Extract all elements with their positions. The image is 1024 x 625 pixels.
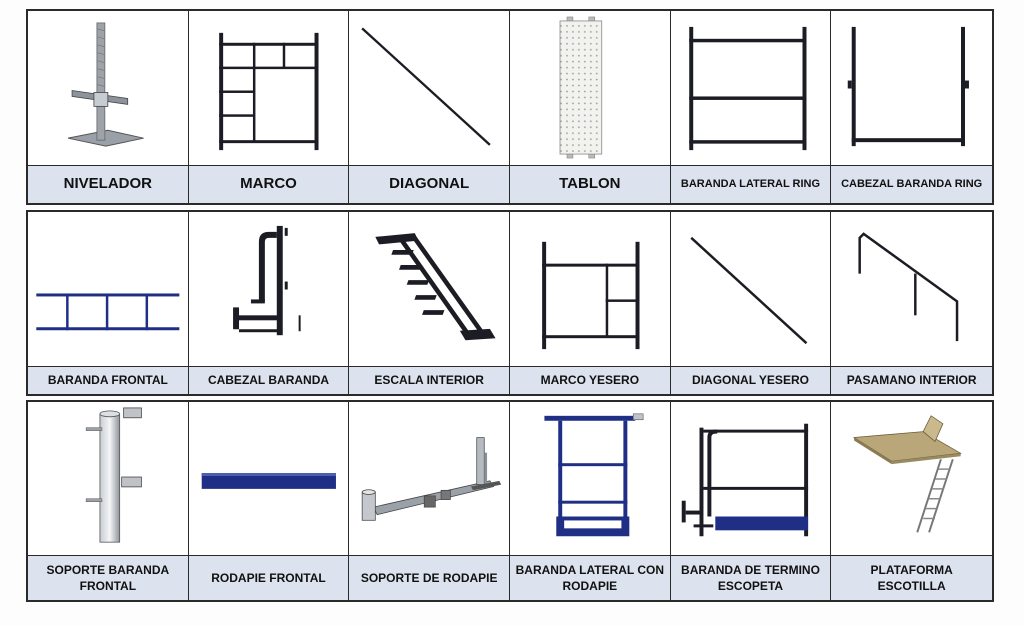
catalog-label: SOPORTE BARANDA FRONTAL xyxy=(28,556,188,600)
catalog-cell-pasamano-interior[interactable]: PASAMANO INTERIOR xyxy=(831,212,992,394)
head-guardrail-icon xyxy=(831,11,992,166)
catalog-label: BARANDA DE TERMINO ESCOPETA xyxy=(670,556,831,600)
catalog-label: SOPORTE DE RODAPIE xyxy=(349,556,509,600)
side-rail-toeboard-icon xyxy=(510,402,670,556)
catalog-label: MARCO xyxy=(188,166,349,203)
catalog-label: CABEZAL BARANDA xyxy=(188,367,349,394)
catalog-label: DIAGONAL YESERO xyxy=(670,367,831,394)
catalog-label: BARANDA FRONTAL xyxy=(28,367,188,394)
catalog-cell-tablon[interactable]: TABLON xyxy=(510,11,671,203)
guardrail-head-icon xyxy=(188,212,349,367)
diagonal-brace-icon xyxy=(349,11,509,166)
catalog-cell-plataforma-escotilla[interactable]: PLATAFORMA ESCOTILLA xyxy=(831,402,992,600)
catalog-label: MARCO YESERO xyxy=(510,367,670,394)
catalog-cell-baranda-de-termino-escopeta[interactable]: BARANDA DE TERMINO ESCOPETA xyxy=(670,402,832,600)
catalog-cell-baranda-lateral-con-rodapie[interactable]: BARANDA LATERAL CON RODAPIE xyxy=(510,402,671,600)
catalog-label: ESCALA INTERIOR xyxy=(349,367,509,394)
catalog-cell-diagonal[interactable]: DIAGONAL xyxy=(349,11,510,203)
front-rail-support-icon xyxy=(28,402,188,556)
scaffold-frame-icon xyxy=(188,11,349,166)
catalog-cell-cabezal-baranda-ring[interactable]: CABEZAL BARANDA RING xyxy=(831,11,992,203)
side-guardrail-icon xyxy=(670,11,831,166)
leveling-jack-icon xyxy=(28,11,188,166)
plank-icon xyxy=(510,11,670,166)
catalog-cell-baranda-frontal[interactable]: BARANDA FRONTAL xyxy=(28,212,189,394)
catalog-label: TABLON xyxy=(510,166,670,203)
catalog-label: PLATAFORMA ESCOTILLA xyxy=(831,556,992,600)
toeboard-support-icon xyxy=(349,402,509,556)
catalog-cell-marco[interactable]: MARCO xyxy=(188,11,350,203)
catalog-cell-cabezal-baranda[interactable]: CABEZAL BARANDA xyxy=(188,212,350,394)
catalog-cell-escala-interior[interactable]: ESCALA INTERIOR xyxy=(349,212,510,394)
end-rail-icon xyxy=(670,402,831,556)
catalog-label: NIVELADOR xyxy=(28,166,188,203)
catalog-label: CABEZAL BARANDA RING xyxy=(831,166,992,203)
catalog-cell-soporte-de-rodapie[interactable]: SOPORTE DE RODAPIE xyxy=(349,402,510,600)
catalog-label: RODAPIE FRONTAL xyxy=(188,556,349,600)
interior-handrail-icon xyxy=(831,212,992,367)
catalog-label: DIAGONAL xyxy=(349,166,509,203)
hatch-platform-icon xyxy=(831,402,992,556)
catalog-cell-baranda-lateral-ring[interactable]: BARANDA LATERAL RING xyxy=(670,11,832,203)
catalog-label: PASAMANO INTERIOR xyxy=(831,367,992,394)
interior-stair-icon xyxy=(349,212,509,367)
front-toeboard-icon xyxy=(188,402,349,556)
plasterer-diagonal-icon xyxy=(670,212,831,367)
catalog-cell-nivelador[interactable]: NIVELADOR xyxy=(28,11,189,203)
catalog-label: BARANDA LATERAL CON RODAPIE xyxy=(510,556,670,600)
catalog-label: BARANDA LATERAL RING xyxy=(670,166,831,203)
catalog-row-2: BARANDA FRONTAL xyxy=(26,210,994,396)
catalog-cell-diagonal-yesero[interactable]: DIAGONAL YESERO xyxy=(670,212,832,394)
catalog-cell-marco-yesero[interactable]: MARCO YESERO xyxy=(510,212,671,394)
catalog-row-3: SOPORTE BARANDA FRONTAL RODAPIE FRONTAL xyxy=(26,400,994,602)
catalog-cell-rodapie-frontal[interactable]: RODAPIE FRONTAL xyxy=(188,402,350,600)
plasterer-frame-icon xyxy=(510,212,670,367)
front-guardrail-icon xyxy=(28,212,188,367)
catalog-cell-soporte-baranda-frontal[interactable]: SOPORTE BARANDA FRONTAL xyxy=(28,402,189,600)
catalog-row-1: NIVELADOR MA xyxy=(26,9,994,205)
